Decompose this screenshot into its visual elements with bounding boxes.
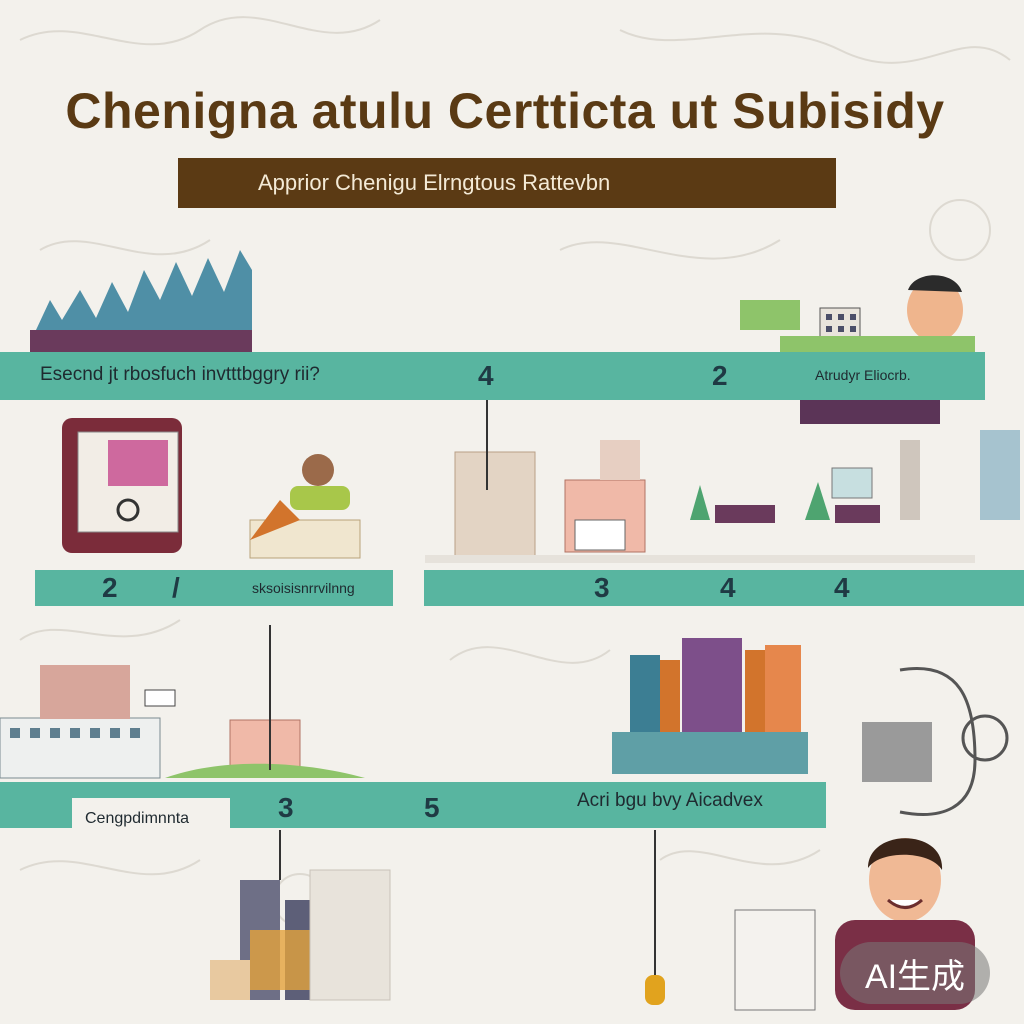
person-reading-books-icon [249,454,361,559]
skyline-bottom-icon [210,869,391,1001]
band-3-number-b: 5 [424,792,440,823]
step-band-2-right [424,570,1024,606]
band-3-label-box [72,798,230,846]
band-2-number-b: 3 [594,572,610,603]
factory-buildings-icon [0,625,365,779]
office-towers-icon [612,638,808,774]
band-1-label-left: Esecnd jt rbosfuch invtttbggry rii? [40,364,320,385]
person-with-building-icon [740,275,975,424]
band-2-slash: / [172,572,180,603]
subtitle-text: Apprior Chenigu Elrngtous Rattevbn [258,170,611,195]
document-screen-icon [62,418,182,553]
badge-text: AI生成 [864,957,966,996]
band-1-label-right: Atrudyr Eliocrb. [815,367,911,383]
band-2-label-small: sksoisisnrrvilnng [252,580,355,596]
city-buildings-cluster-icon [425,430,1020,563]
band-3-label-right: Acri bgu bvy Aicadvex [577,790,763,811]
page-title: Chenigna atulu Certticta ut Subisidy [65,83,945,139]
subtitle-banner: Apprior Chenigu Elrngtous Rattevbn [178,158,836,208]
step-band-2-left [35,570,393,606]
ai-generated-badge: AI生成 [840,942,990,1004]
band-3-number-a: 3 [278,792,294,823]
band-3-label-left: Cengpdimnnta [85,810,190,827]
band-1-number-a: 4 [478,360,494,391]
city-silhouette-icon [30,250,252,352]
band-2-number-d: 4 [834,572,850,603]
band-2-number-c: 4 [720,572,736,603]
band-1-number-b: 2 [712,360,728,391]
step-band-1 [0,352,985,400]
band-2-number-a: 2 [102,572,118,603]
machine-device-icon [862,667,1009,816]
